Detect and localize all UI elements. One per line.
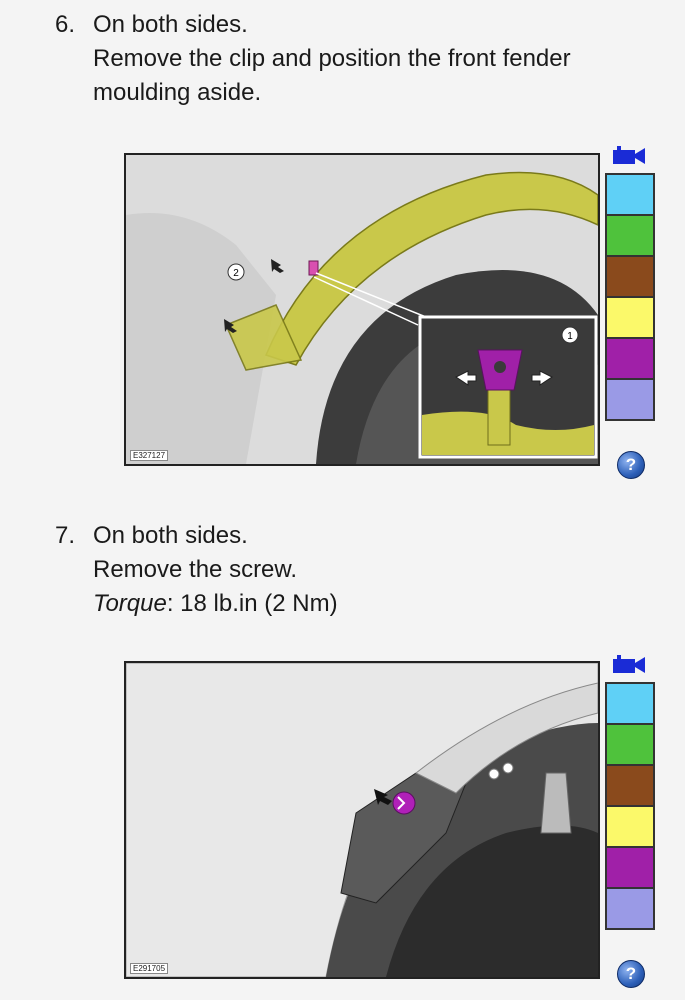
step-line: On both sides. [93, 11, 248, 38]
swatch-green[interactable] [606, 215, 654, 256]
step-number: 7. [55, 522, 76, 549]
step-7-text: 7. On both sides. Remove the screw. Torqu… [55, 519, 338, 621]
torque-label: Torque [93, 590, 167, 617]
step-line: Remove the screw. [93, 556, 298, 583]
swatch-brown[interactable] [606, 765, 654, 806]
figure-id: E291705 [130, 963, 169, 974]
swatch-lavender[interactable] [606, 888, 654, 929]
step-line: Remove the clip and position the front f… [93, 45, 571, 72]
callout-1: 1 [567, 331, 573, 342]
swatch-purple[interactable] [606, 847, 654, 888]
swatch-cyan[interactable] [606, 174, 654, 215]
callout-2: 2 [233, 268, 239, 279]
color-legend [605, 173, 655, 421]
help-icon[interactable]: ? [617, 960, 645, 988]
fender-moulding-diagram: 2 1 [126, 155, 598, 464]
swatch-purple[interactable] [606, 338, 654, 379]
swatch-lavender[interactable] [606, 379, 654, 420]
swatch-cyan[interactable] [606, 683, 654, 724]
step-number: 6. [55, 11, 76, 38]
help-icon[interactable]: ? [617, 451, 645, 479]
torque-spec: Torque: 18 lb.in (2 Nm) [55, 587, 338, 621]
swatch-yellow[interactable] [606, 806, 654, 847]
video-camera-icon[interactable] [611, 145, 647, 167]
step-line: On both sides. [93, 522, 248, 549]
swatch-yellow[interactable] [606, 297, 654, 338]
color-legend [605, 682, 655, 930]
torque-value: : 18 lb.in (2 Nm) [166, 590, 338, 617]
step-6-text: 6. On both sides. Remove the clip and pos… [55, 8, 571, 110]
step-7-illustration: E291705 [124, 661, 600, 979]
step-6-illustration: 2 1 E327127 [124, 153, 600, 466]
video-camera-icon[interactable] [611, 654, 647, 676]
fender-screw-diagram [126, 663, 598, 977]
swatch-brown[interactable] [606, 256, 654, 297]
swatch-green[interactable] [606, 724, 654, 765]
step-line: moulding aside. [93, 79, 262, 106]
figure-id: E327127 [130, 450, 169, 461]
